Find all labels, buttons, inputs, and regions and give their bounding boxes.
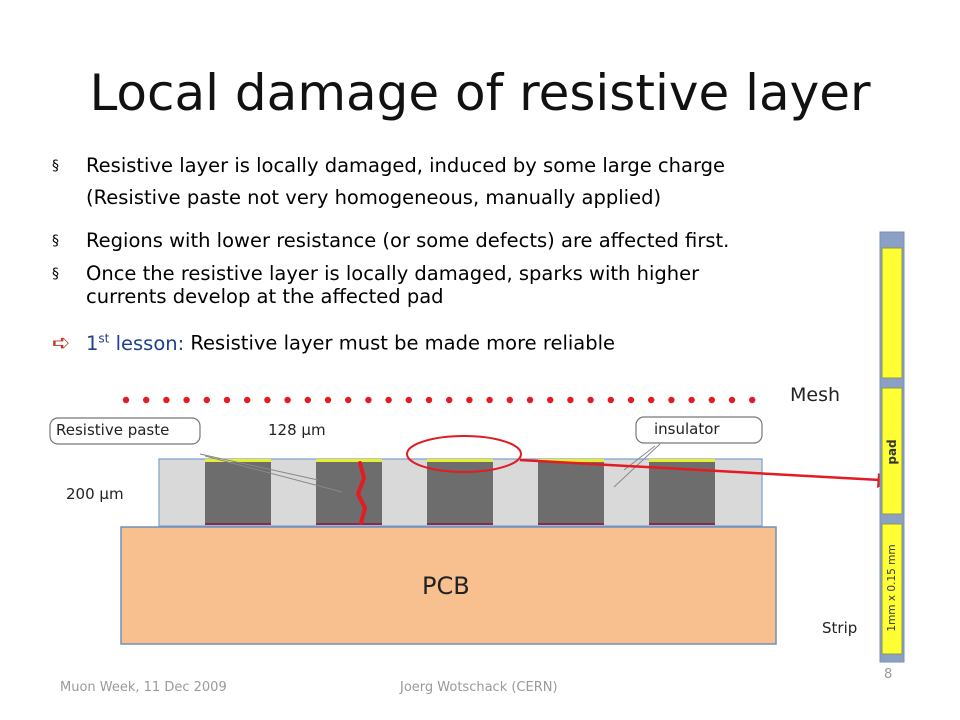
pitch-label: 128 µm (268, 421, 326, 439)
bullet-item: §Once the resistive layer is locally dam… (52, 262, 700, 285)
pad-electrode (316, 461, 382, 525)
insulator-label: insulator (654, 420, 720, 438)
mesh-label: Mesh (790, 384, 841, 406)
callout-line (199, 453, 319, 481)
mesh-dot (668, 396, 675, 404)
mesh-dot (607, 396, 614, 404)
mesh-dot (244, 396, 251, 404)
mesh-dot (324, 396, 332, 404)
thickness-label: 200 µm (66, 485, 124, 503)
mesh-dot (183, 396, 190, 404)
mesh-dot (223, 396, 231, 404)
lesson-label: 1st lesson: (86, 331, 185, 355)
resistive-paste-label: Resistive paste (56, 421, 170, 439)
mesh-dot (708, 396, 715, 404)
pad-arrow (519, 458, 881, 482)
mesh-dot (526, 396, 534, 404)
mesh-dot (446, 396, 453, 404)
mesh-dot (385, 396, 392, 404)
mesh-dot (163, 396, 170, 404)
bullet-item: §Resistive layer is locally damaged, ind… (52, 154, 726, 177)
strip-segment (881, 247, 903, 379)
mesh-dot (627, 396, 635, 404)
mesh-dot (648, 396, 655, 404)
pad-label: pad (885, 439, 899, 465)
strip-dimension-label: 1mm x 0.15 mm (886, 544, 898, 632)
mesh-dot (405, 396, 412, 404)
resistive-paste-callout (49, 417, 201, 445)
spark-crack (355, 461, 368, 525)
mesh-dot (587, 396, 594, 404)
mesh-dot (304, 396, 311, 404)
resistive-layer-strip (205, 459, 271, 462)
mesh-dot (365, 396, 372, 404)
square-bullet-icon: § (52, 158, 59, 174)
resistive-layer-strip (316, 459, 382, 462)
mesh-dots (122, 396, 756, 404)
strip-segment (881, 523, 903, 655)
pad-segment (881, 387, 903, 515)
square-bullet-icon: § (52, 233, 59, 249)
bullet-continuation: (Resistive paste not very homogeneous, m… (86, 186, 662, 209)
mesh-dot (688, 396, 695, 404)
mesh-dot (506, 396, 513, 404)
pad-bottom-edge (205, 523, 271, 525)
pad-bottom-edge (538, 523, 604, 525)
mesh-dot (122, 396, 130, 404)
callout-line (204, 455, 343, 493)
page-number: 8 (884, 667, 893, 682)
mesh-dot (345, 396, 352, 404)
arrow-bullet-icon: ➪ (52, 330, 71, 356)
resistive-layer-strip (427, 459, 493, 462)
strip-label: Strip (822, 619, 858, 637)
slide-title: Local damage of resistive layer (89, 64, 871, 122)
damaged-region-highlight (406, 435, 522, 473)
lesson-bullet: ➪1st lesson: Resistive layer must be mad… (52, 330, 616, 356)
pad-electrode (205, 461, 271, 525)
pad-electrode (538, 461, 604, 525)
resistive-layer-strip (649, 459, 715, 462)
bullet-item: §Regions with lower resistance (or some … (52, 229, 730, 252)
footer-author: Joerg Wotschack (CERN) (400, 680, 558, 695)
resistive-pads (205, 459, 715, 525)
pcb-board (120, 526, 777, 645)
square-bullet-icon: § (52, 266, 59, 282)
mesh-dot (728, 396, 736, 404)
mesh-dot (203, 396, 210, 404)
bullet-continuation: currents develop at the affected pad (86, 285, 444, 308)
pad-bottom-edge (649, 523, 715, 525)
mesh-dot (547, 396, 554, 404)
mesh-dot (143, 396, 150, 404)
mesh-dot (284, 396, 291, 404)
insulator-callout (635, 416, 763, 444)
pad-bottom-edge (316, 523, 382, 525)
mesh-dot (264, 396, 271, 404)
mesh-dot (567, 396, 574, 404)
footer-event: Muon Week, 11 Dec 2009 (60, 680, 227, 695)
mesh-dot (486, 396, 493, 404)
pcb-label: PCB (422, 572, 470, 600)
mesh-dot (466, 396, 473, 404)
pad-bottom-edge (427, 523, 493, 525)
mesh-dot (425, 396, 433, 404)
resistive-layer-strip (538, 459, 604, 462)
mesh-dot (749, 396, 756, 404)
pad-electrode (649, 461, 715, 525)
